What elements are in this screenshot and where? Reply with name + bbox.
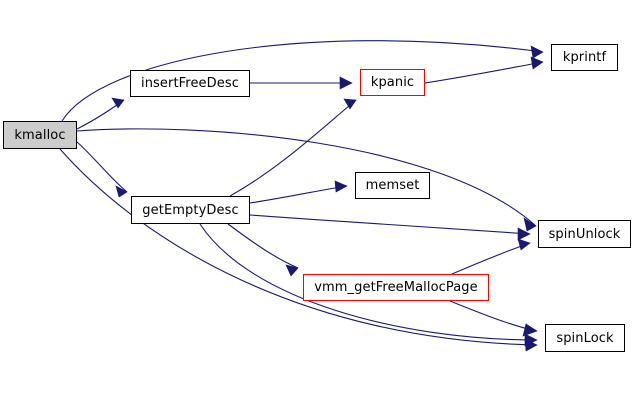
arrowhead-kmalloc-to-kprintf [530, 45, 544, 59]
arrowhead-kmalloc-to-getEmptyDesc [115, 185, 128, 198]
node-getEmptyDesc[interactable]: getEmptyDesc [131, 196, 250, 224]
edge-kmalloc-to-getEmptyDesc [76, 141, 128, 193]
edge-getEmptyDesc-to-vmm_getFreeMallocPage [227, 223, 299, 269]
edge-vmm_getFreeMallocPage-to-spinLock [449, 300, 538, 332]
edge-getEmptyDesc-to-spinUnlock [249, 214, 531, 235]
edge-kmalloc-to-kprintf [61, 40, 544, 122]
arrowhead-getEmptyDesc-to-kpanic [343, 98, 357, 110]
node-kmalloc[interactable]: kmalloc [3, 121, 77, 149]
arrowhead-getEmptyDesc-to-vmm_getFreeMallocPage [285, 264, 299, 277]
node-memset[interactable]: memset [355, 172, 430, 199]
arrowhead-vmm_getFreeMallocPage-to-spinUnlock [517, 238, 531, 251]
edge-getEmptyDesc-to-spinLock [199, 223, 538, 341]
edge-kmalloc-to-spinLock [59, 148, 538, 346]
arrowhead-vmm_getFreeMallocPage-to-spinLock [522, 323, 538, 337]
arrowhead-kmalloc-to-insertFreeDesc [111, 97, 125, 109]
edge-kpanic-to-kprintf [424, 61, 544, 84]
node-spinUnlock[interactable]: spinUnlock [538, 220, 631, 248]
node-kprintf[interactable]: kprintf [551, 44, 618, 71]
arrowhead-kmalloc-to-spinUnlock [523, 217, 537, 232]
arrowhead-getEmptyDesc-to-spinLock [524, 333, 538, 347]
edge-kmalloc-to-spinUnlock [76, 128, 537, 227]
node-insertFreeDesc[interactable]: insertFreeDesc [130, 70, 250, 97]
edge-getEmptyDesc-to-kpanic [229, 99, 357, 197]
arrowhead-kpanic-to-kprintf [530, 56, 544, 70]
arrowhead-getEmptyDesc-to-memset [334, 180, 348, 193]
node-kpanic[interactable]: kpanic [360, 69, 425, 96]
arrowhead-getEmptyDesc-to-spinUnlock [517, 227, 531, 241]
node-spinLock[interactable]: spinLock [545, 324, 625, 352]
edge-getEmptyDesc-to-memset [249, 185, 348, 204]
arrowhead-insertFreeDesc-to-kpanic [339, 76, 353, 90]
node-vmm_getFreeMallocPage[interactable]: vmm_getFreeMallocPage [303, 274, 489, 301]
edge-vmm_getFreeMallocPage-to-spinUnlock [451, 242, 531, 275]
